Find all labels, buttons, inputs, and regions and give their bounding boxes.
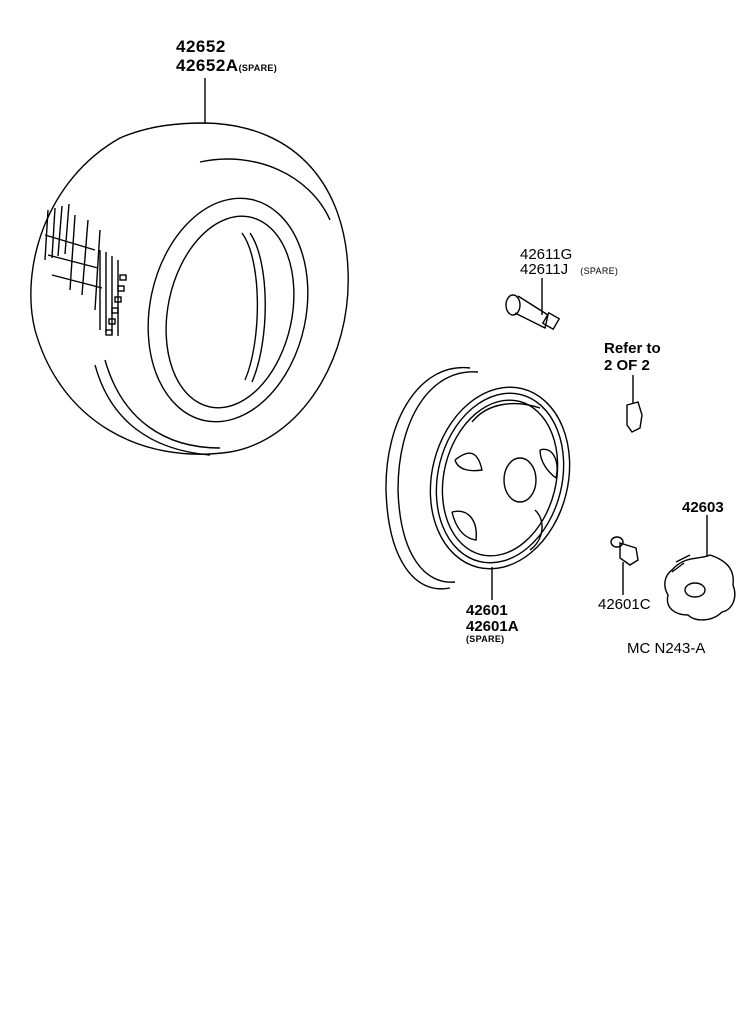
cap-part-number: 42603 — [682, 499, 724, 516]
wheel-spare-part-number: 42601A — [466, 618, 519, 635]
diagram-code: MC N243-A — [627, 640, 706, 657]
weight-reference-line2: 2 OF 2 — [604, 357, 650, 374]
valve-drawing — [505, 278, 561, 331]
valve-spare-note: (SPARE) — [580, 266, 619, 276]
wheel-part-number: 42601 — [466, 602, 508, 619]
valve-spare-number: 42611J — [520, 261, 569, 278]
weight-reference-line1: Refer to — [604, 340, 661, 357]
cap-drawing — [664, 515, 736, 621]
nut-drawing — [610, 536, 639, 595]
valve-part-number: 42611G — [520, 246, 573, 263]
tire-spare-number: 42652A — [176, 56, 239, 75]
valve-spare-part-number: 42611J (SPARE) — [520, 262, 618, 277]
wheel-drawing — [385, 366, 571, 600]
tire-part-number: 42652 — [176, 37, 226, 56]
wheel-spare-note: (SPARE) — [466, 634, 505, 644]
tire-drawing — [30, 78, 349, 456]
weight-drawing — [626, 375, 643, 433]
nut-part-number: 42601C — [598, 596, 651, 613]
tire-spare-part-number: 42652A(SPARE) — [176, 57, 277, 74]
tire-spare-note: (SPARE) — [238, 63, 277, 73]
